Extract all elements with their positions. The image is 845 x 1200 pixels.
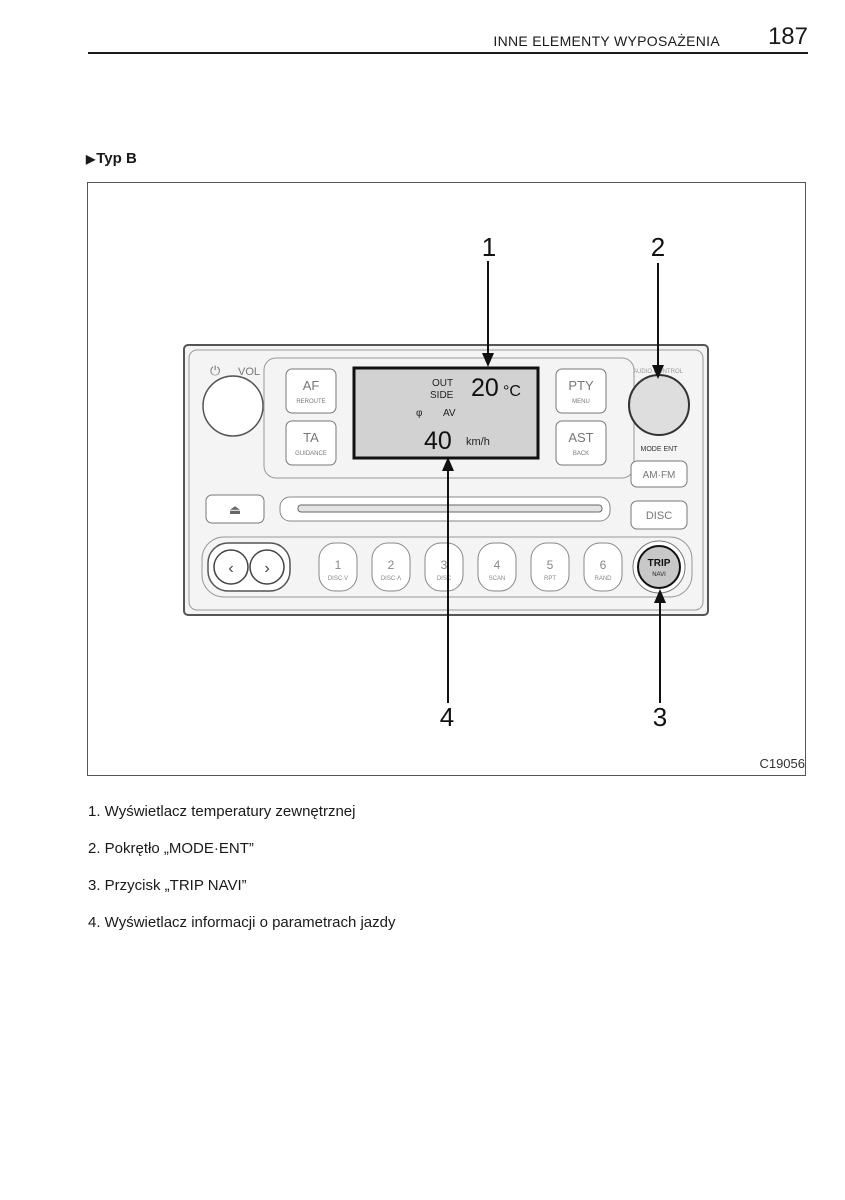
pty-label: PTY (568, 378, 594, 393)
display-speed-unit: km/h (466, 436, 490, 448)
preset-sublabel: DISC·V (328, 576, 348, 582)
display-temp-unit: °C (503, 383, 521, 400)
ta-sublabel: GUIDANCE (295, 451, 327, 457)
callout-number-1: 1 (482, 232, 496, 262)
ast-label: AST (568, 430, 593, 445)
chevron-right-icon: › (264, 560, 269, 577)
subsection-heading: ▶Typ B (86, 150, 137, 167)
eject-button (205, 494, 265, 524)
volume-knob (202, 375, 264, 437)
preset-sublabel: RPT (544, 576, 556, 582)
af-label: AF (303, 378, 320, 393)
am-fm-label: AM·FM (643, 470, 676, 481)
triangle-marker-icon: ▶ (86, 152, 96, 166)
callout-number-4: 4 (440, 702, 454, 732)
vol-label: VOL (238, 366, 260, 378)
radio-figure: ⏻ VOL ⏏ AF REROUTE TA GUIDANCE OUT SIDE … (87, 182, 806, 776)
af-sublabel: REROUTE (296, 399, 325, 405)
caption-list: 1. Wyświetlacz temperatury zewnętrznej 2… (88, 802, 395, 950)
preset-number: 3 (441, 558, 448, 572)
page-number: 187 (767, 23, 808, 50)
display-temperature: 20 (471, 374, 499, 402)
preset-sublabel: RAND (594, 576, 612, 582)
preset-number: 4 (494, 558, 501, 572)
trip-navi-button (637, 545, 681, 589)
radio-illustration: ⏻ VOL ⏏ AF REROUTE TA GUIDANCE OUT SIDE … (183, 232, 709, 732)
caption-item-3: 3. Przycisk „TRIP NAVI” (88, 877, 247, 894)
caption-item-2: 2. Pokrętło „MODE·ENT” (88, 840, 254, 857)
lcd-display (352, 366, 540, 460)
preset-button-2 (371, 542, 411, 592)
figure-code: C19056 (759, 756, 805, 771)
am-fm-button (630, 460, 688, 488)
chevron-left-icon: ‹ (228, 560, 233, 577)
display-out: OUT (432, 378, 453, 389)
eject-icon: ⏏ (229, 502, 241, 517)
display-av: AV (443, 408, 456, 419)
caption-item-1: 1. Wyświetlacz temperatury zewnętrznej (88, 803, 356, 820)
seek-right-button (249, 549, 285, 585)
subsection-title: Typ B (96, 150, 137, 167)
display-side: SIDE (430, 390, 454, 401)
disc-label: DISC (646, 510, 672, 522)
cd-slot (297, 504, 603, 513)
disc-button (630, 500, 688, 530)
callout-number-3: 3 (653, 702, 667, 732)
callout-number-2: 2 (651, 232, 665, 262)
section-title: INNE ELEMENTY WYPOSAŻENIA (493, 33, 720, 49)
pty-button (555, 368, 607, 414)
preset-sublabel: SCAN (489, 576, 506, 582)
preset-button-1 (318, 542, 358, 592)
preset-button-5 (530, 542, 570, 592)
af-button (285, 368, 337, 414)
preset-number: 2 (388, 558, 395, 572)
power-icon: ⏻ (210, 363, 220, 378)
preset-sublabel: DISC·Λ (381, 576, 401, 582)
preset-button-3 (424, 542, 464, 592)
mode-ent-label: MODE ENT (641, 446, 679, 453)
ta-button (285, 420, 337, 466)
navi-sublabel: NAVI (652, 572, 666, 578)
display-phi: φ (416, 408, 423, 419)
preset-sublabel: DISC (437, 576, 452, 582)
ast-sublabel: BACK (573, 451, 589, 457)
display-speed: 40 (424, 427, 452, 455)
pty-sublabel: MENU (572, 399, 590, 405)
ta-label: TA (303, 430, 319, 445)
caption-item-4: 4. Wyświetlacz informacji o parametrach … (88, 914, 396, 931)
preset-button-4 (477, 542, 517, 592)
seek-left-button (213, 549, 249, 585)
preset-button-6 (583, 542, 623, 592)
preset-number: 5 (547, 558, 554, 572)
trip-label: TRIP (648, 558, 671, 569)
preset-number: 1 (335, 558, 342, 572)
mode-ent-knob (628, 374, 690, 436)
page-header: INNE ELEMENTY WYPOSAŻENIA 187 (88, 22, 808, 54)
preset-number: 6 (600, 558, 607, 572)
ast-button (555, 420, 607, 466)
